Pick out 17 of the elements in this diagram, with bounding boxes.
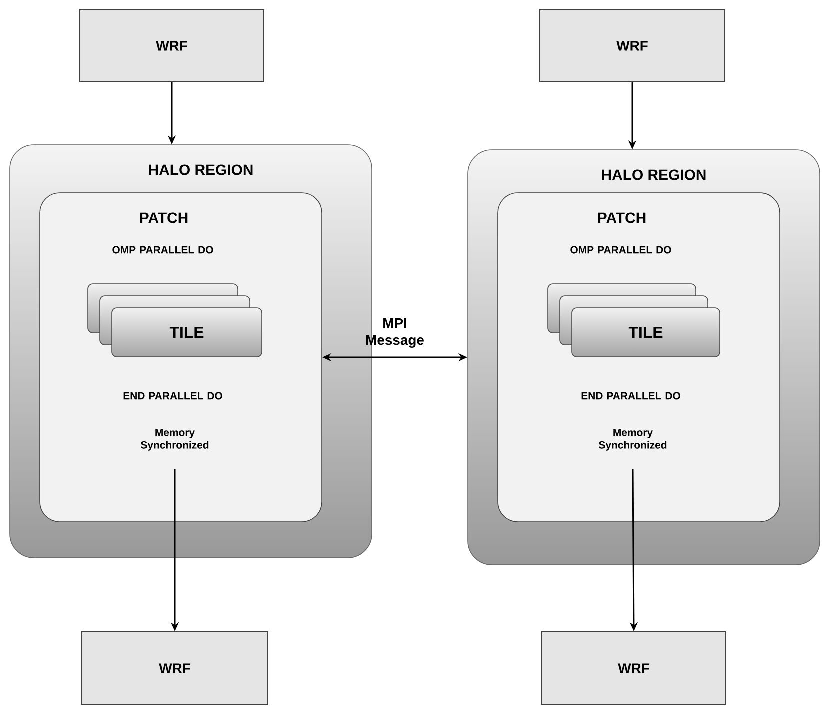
status-text: Memory Synchronized <box>141 429 209 451</box>
tile-stack: TILE <box>548 284 720 358</box>
directive-text: OMP PARALLEL DO <box>570 246 672 254</box>
directive-text: END PARALLEL DO <box>582 392 680 400</box>
process-box: WRF <box>542 632 726 706</box>
directive-text: END PARALLEL DO <box>124 392 222 400</box>
tile-stack: TILE <box>88 284 262 358</box>
process-box: WRF <box>82 632 268 706</box>
process-box: WRF <box>80 10 264 82</box>
directive-text: OMP PARALLEL DO <box>112 246 214 254</box>
process-box: WRF <box>540 10 726 82</box>
patch-title: PATCH <box>598 212 646 224</box>
region-title: HALO REGION <box>149 164 253 176</box>
status-text: Memory Synchronized <box>599 429 667 451</box>
region-title: HALO REGION <box>602 170 706 180</box>
edge-label: MPI Message <box>366 318 424 348</box>
patch-title: PATCH <box>140 212 188 224</box>
